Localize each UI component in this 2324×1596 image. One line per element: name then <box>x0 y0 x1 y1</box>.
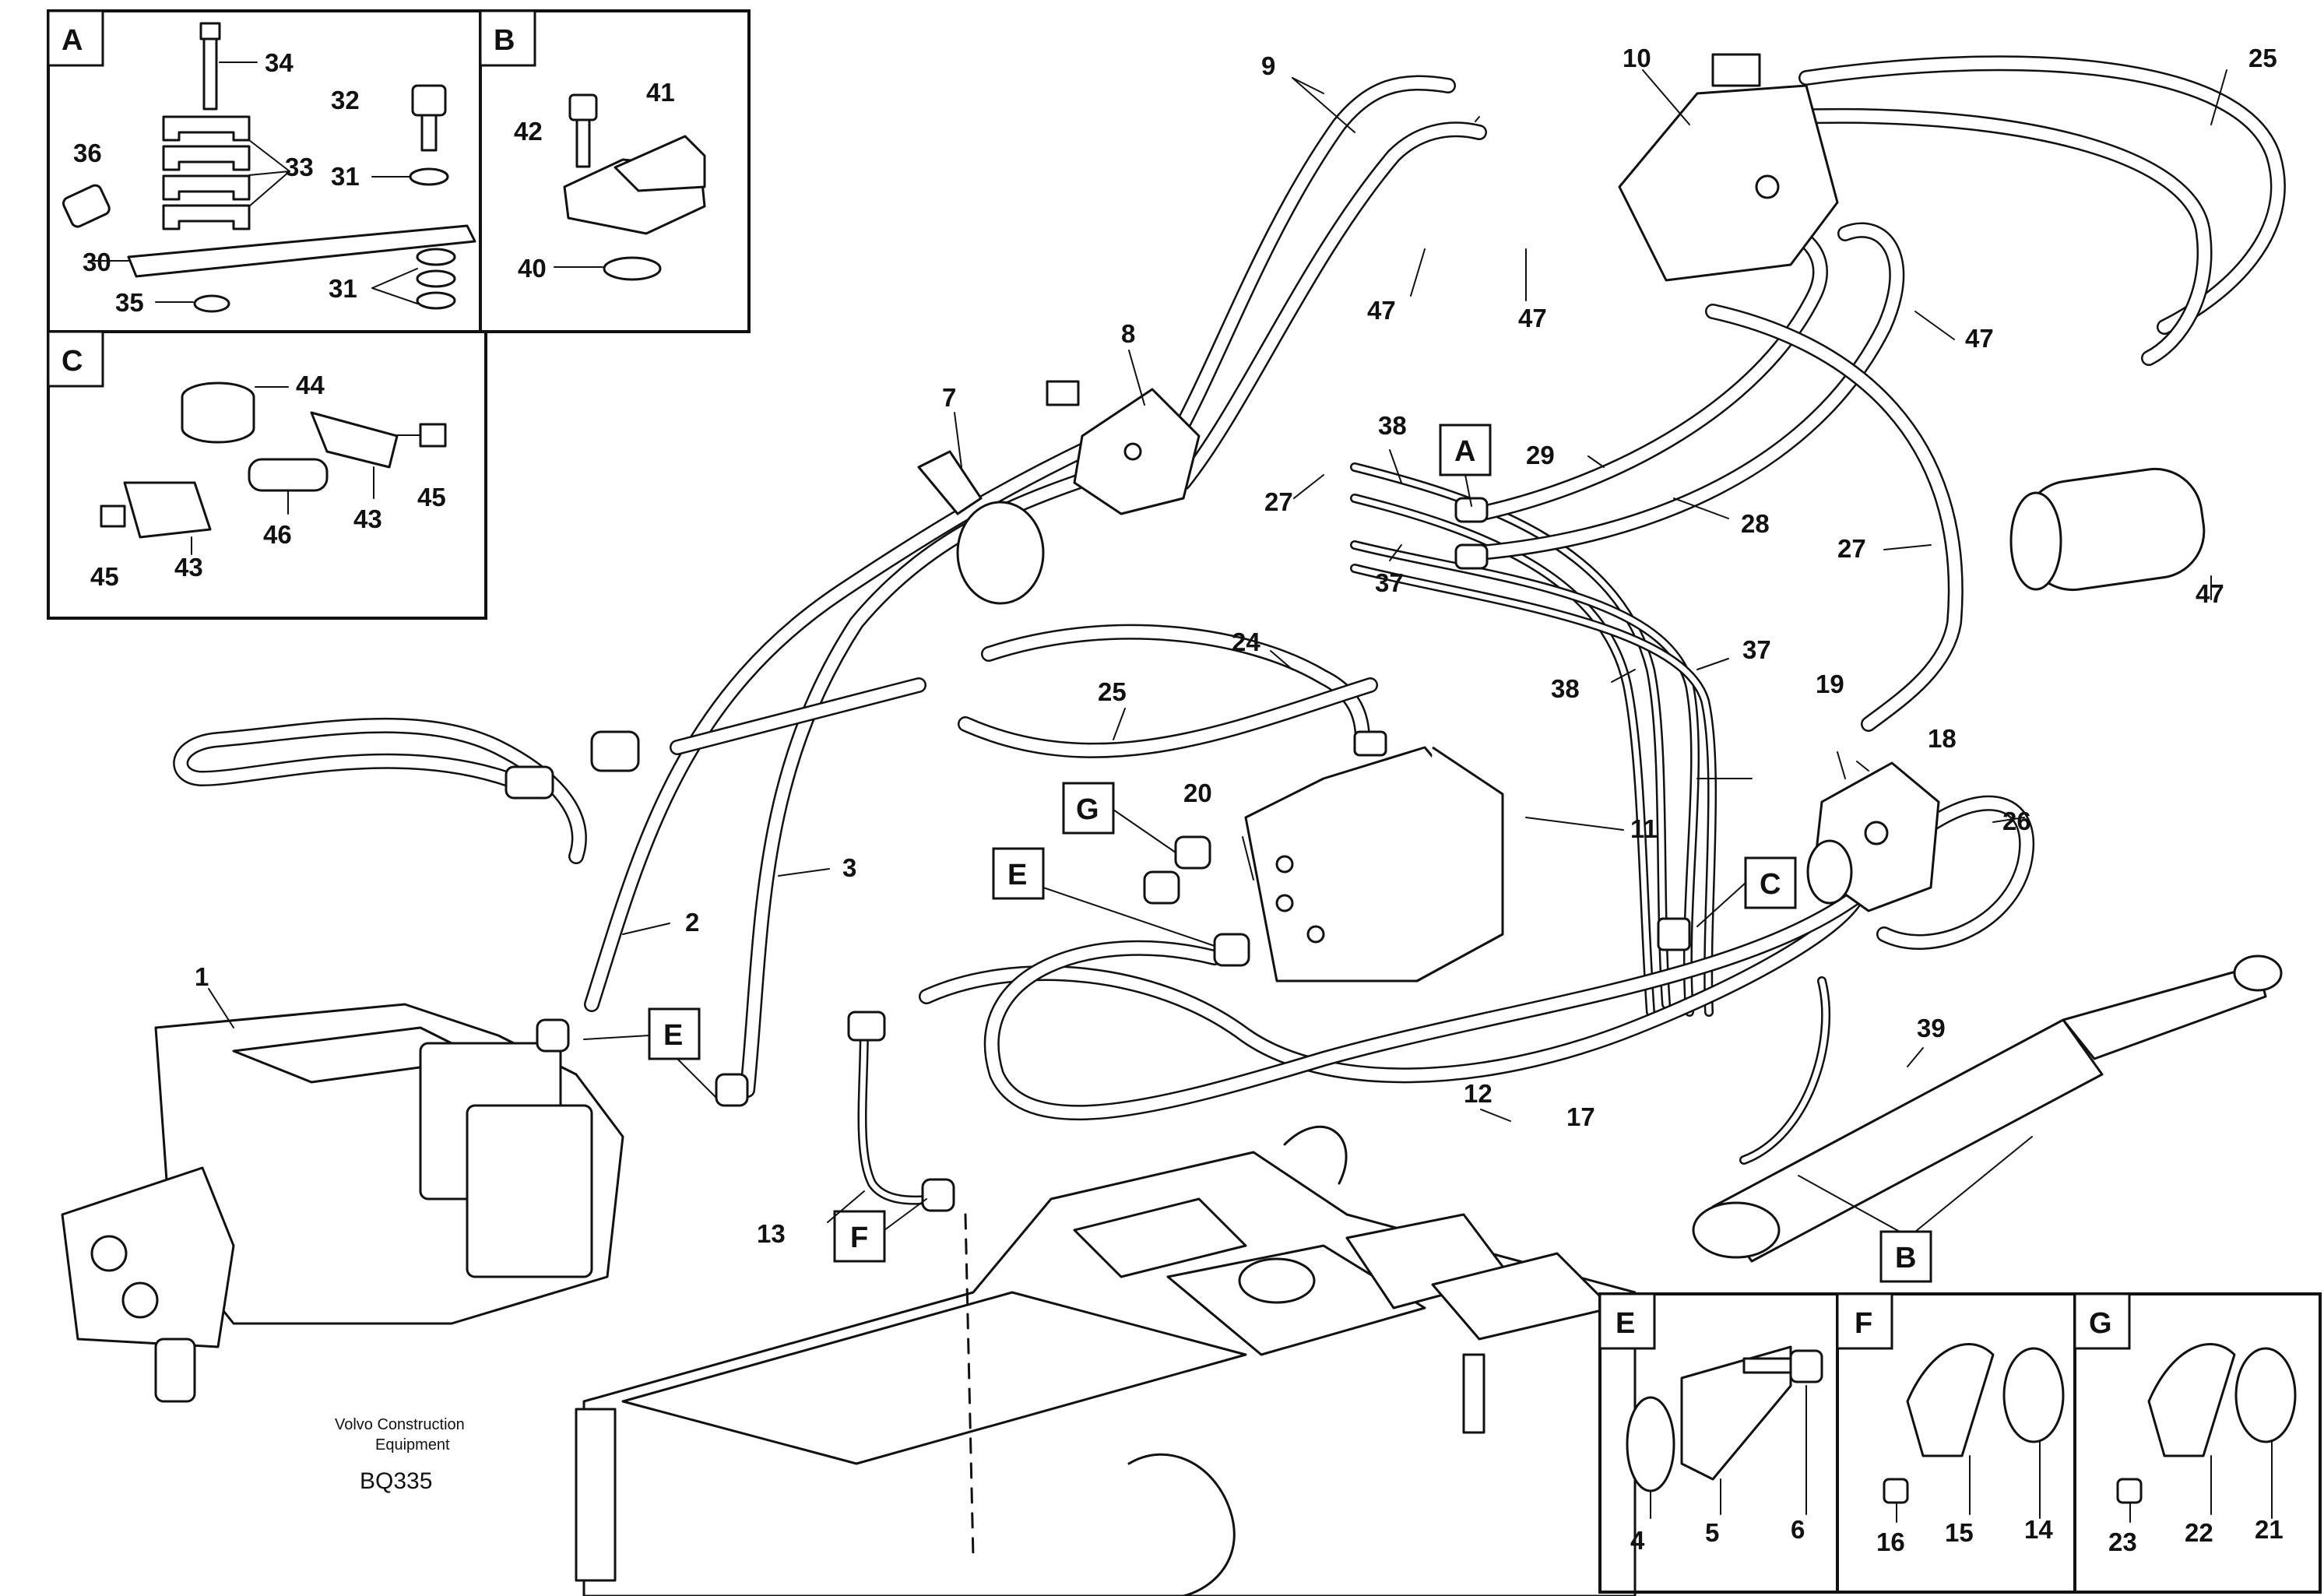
label-18: 18 <box>1928 724 1957 753</box>
label-28: 28 <box>1741 509 1770 538</box>
label-47b: 47 <box>1518 304 1547 332</box>
valve-block-10 <box>1618 53 1839 282</box>
label-31b: 31 <box>329 274 357 303</box>
callout-a: A <box>1454 435 1475 468</box>
label-17: 17 <box>1566 1102 1595 1131</box>
valve-18 <box>1806 761 1940 912</box>
label-5: 5 <box>1705 1518 1719 1547</box>
label-32: 32 <box>331 86 360 114</box>
label-24: 24 <box>1232 628 1260 656</box>
label-41: 41 <box>646 78 675 107</box>
label-7: 7 <box>942 383 956 412</box>
label-25a: 25 <box>2248 44 2277 72</box>
label-27a: 27 <box>1264 487 1293 516</box>
label-40: 40 <box>518 254 547 283</box>
inset-panel-c: C <box>47 330 487 620</box>
label-27b: 27 <box>1837 534 1866 563</box>
label-39: 39 <box>1917 1014 1946 1042</box>
clamp-7 <box>917 450 1045 605</box>
inset-a-letter: A <box>62 24 83 57</box>
label-10: 10 <box>1623 44 1651 72</box>
label-47c: 47 <box>1965 324 1994 353</box>
label-12: 12 <box>1464 1079 1492 1108</box>
label-6: 6 <box>1791 1515 1805 1544</box>
brand-line-2: Equipment <box>375 1436 450 1454</box>
label-38a: 38 <box>1378 411 1407 440</box>
brand-line-1: Volvo Construction <box>335 1416 465 1433</box>
callout-e-pump: E <box>1007 859 1027 891</box>
label-8: 8 <box>1121 319 1135 348</box>
inset-f-letter: F <box>1855 1307 1872 1340</box>
label-22: 22 <box>2185 1518 2213 1547</box>
label-11: 11 <box>1630 814 1658 843</box>
inset-panel-b: B <box>479 9 751 333</box>
leader-lines <box>208 69 2227 1223</box>
tank-12 <box>575 1125 1637 1596</box>
label-2: 2 <box>685 908 699 937</box>
label-23: 23 <box>2108 1527 2137 1556</box>
callout-boxes: A B C E E F G <box>583 424 2033 1283</box>
label-43b: 43 <box>174 553 203 582</box>
inset-c-letter: C <box>62 345 83 378</box>
inset-g-letter: G <box>2089 1307 2112 1340</box>
label-4: 4 <box>1630 1526 1645 1555</box>
inset-e-letter: E <box>1616 1307 1635 1340</box>
label-47a: 47 <box>1367 296 1396 325</box>
callout-e-trans: E <box>663 1019 683 1052</box>
label-35: 35 <box>115 288 144 317</box>
label-45a: 45 <box>417 483 446 511</box>
inset-b-letter: B <box>494 24 515 57</box>
label-21: 21 <box>2255 1515 2284 1544</box>
label-42: 42 <box>514 117 543 146</box>
label-3: 3 <box>842 853 856 882</box>
callout-b: B <box>1895 1242 1916 1274</box>
callout-g: G <box>1076 793 1099 826</box>
label-14: 14 <box>2024 1515 2053 1544</box>
label-31a: 31 <box>331 162 360 191</box>
label-26: 26 <box>2002 807 2031 835</box>
label-1: 1 <box>195 962 209 991</box>
cylinder-39 <box>1692 954 2283 1263</box>
label-9: 9 <box>1261 51 1275 80</box>
label-45b: 45 <box>90 562 119 591</box>
label-37a: 37 <box>1375 568 1404 597</box>
callout-f: F <box>850 1222 868 1254</box>
label-25b: 25 <box>1098 677 1127 706</box>
label-19: 19 <box>1816 670 1844 698</box>
label-33: 33 <box>285 153 314 181</box>
inset-panel-a: A <box>47 9 482 333</box>
label-38b: 38 <box>1551 674 1580 703</box>
fittings <box>505 497 1691 1212</box>
label-46: 46 <box>263 520 292 549</box>
label-30: 30 <box>83 248 111 276</box>
label-20: 20 <box>1183 779 1212 807</box>
callout-c: C <box>1760 868 1781 901</box>
footer-branding: Volvo Construction Equipment BQ335 <box>335 1416 465 1494</box>
drawing-code: BQ335 <box>360 1468 432 1494</box>
hose-network <box>173 55 2286 1205</box>
label-16: 16 <box>1876 1527 1905 1556</box>
filter-47 <box>2009 467 2206 592</box>
part-labels: 34 32 36 33 31 30 35 31 42 41 40 44 45 4… <box>73 44 2284 1556</box>
label-37b: 37 <box>1742 635 1771 664</box>
label-47d: 47 <box>2196 579 2224 608</box>
label-13: 13 <box>757 1219 786 1248</box>
label-15: 15 <box>1945 1518 1974 1547</box>
label-43a: 43 <box>353 504 382 533</box>
transmission-pump-1 <box>61 1003 624 1403</box>
label-36: 36 <box>73 139 102 167</box>
block-8 <box>1046 380 1201 515</box>
pump-11 <box>1244 746 1504 983</box>
inset-panel-efg: E F G <box>1598 1292 2322 1594</box>
label-29: 29 <box>1526 441 1555 469</box>
label-34: 34 <box>265 48 294 77</box>
label-44: 44 <box>296 371 325 399</box>
